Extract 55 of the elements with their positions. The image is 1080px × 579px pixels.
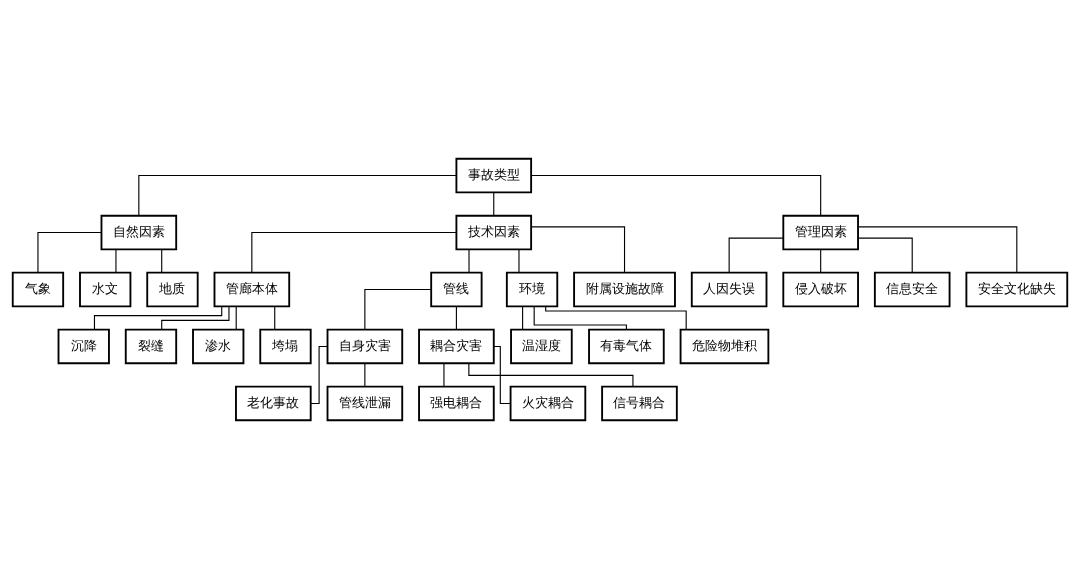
node-box: 水文 [79,271,132,308]
connector [115,249,117,273]
node-box: 技术因素 [455,214,533,251]
connector [857,226,1018,273]
connector [364,363,366,387]
node-box: 侵入破坏 [782,271,859,308]
connector [522,306,524,330]
connector [820,249,822,273]
connector [443,363,445,387]
node-box: 耦合灾害 [418,328,495,365]
connector [493,345,511,404]
node-box: 沉降 [57,328,110,365]
node-box: 强电耦合 [418,385,495,422]
connector [364,288,432,330]
connector [493,192,495,216]
node-box: 自身灾害 [326,328,404,365]
node-box: 事故类型 [455,157,533,194]
node-box: 管廊本体 [213,271,291,308]
connector [518,249,520,273]
connector [235,306,237,330]
node-box: 管线泄漏 [326,385,404,422]
connector [530,175,822,216]
connector [530,226,626,273]
node-box: 附属设施故障 [573,271,676,308]
connector [545,305,687,331]
connector [138,175,457,216]
node-box: 危险物堆积 [679,328,770,365]
connector [728,237,784,274]
node-box: 管理因素 [782,214,859,251]
node-box: 信息安全 [873,271,951,308]
node-box: 管线 [430,271,483,308]
connector [37,231,102,273]
node-box: 气象 [11,271,65,308]
node-box: 垮塌 [259,328,312,365]
connector [161,249,163,273]
node-box: 裂缝 [124,328,178,365]
node-box: 信号耦合 [601,385,678,422]
node-box: 渗水 [192,328,245,365]
node-box: 温湿度 [510,328,573,365]
node-box: 火灾耦合 [509,385,587,422]
connector [251,231,457,273]
node-box: 人因失误 [690,271,768,308]
connector [857,237,913,274]
node-box: 环境 [505,271,559,308]
node-box: 老化事故 [235,385,312,422]
node-box: 地质 [146,271,199,308]
connector [468,249,470,273]
connector [533,305,627,331]
node-box: 有毒气体 [588,328,665,365]
node-box: 自然因素 [100,214,178,251]
connector [310,345,329,404]
node-box: 安全文化缺失 [965,271,1069,308]
connector [161,305,230,331]
connector [274,306,276,330]
connector [455,306,457,330]
